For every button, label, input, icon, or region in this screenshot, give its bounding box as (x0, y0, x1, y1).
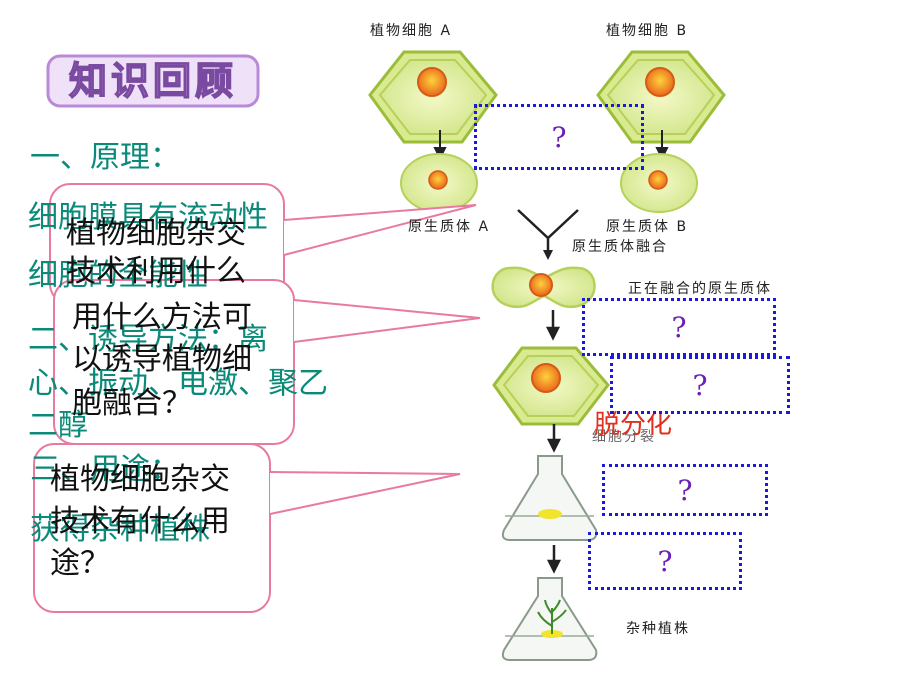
label-hybrid-plant: 杂种植株 (626, 621, 690, 637)
nucleus-icon (529, 273, 553, 297)
section-use-title: 三、用途： (30, 452, 180, 487)
question-box-1: ? (474, 104, 644, 170)
speech-bubble-1 (49, 183, 477, 305)
bubble-3-line-1: 植物细胞杂交 (50, 462, 230, 497)
label-fusing-protoplast: 正在融合的原生质体 (628, 281, 772, 297)
seedling-icon (537, 599, 567, 634)
label-dedifferentiation: 脱分化 (594, 410, 673, 440)
flask-hybrid-plant (501, 577, 598, 661)
question-box-4: ? (602, 464, 768, 516)
label-protoplast-b: 原生质体 B (606, 219, 689, 235)
bubble-1-line-2: 技术利用什么 (66, 254, 246, 289)
hybrid-cell (492, 346, 610, 426)
label-protoplast-a: 原生质体 A (408, 219, 491, 235)
plant-cell-a (368, 50, 498, 144)
principle-line-2: 细胞的全能性 (28, 258, 208, 293)
speech-bubble-3 (33, 443, 461, 613)
plant-cell-b (596, 50, 726, 144)
bubble-2-line-2: 以诱导植物细 (72, 342, 252, 377)
nucleus-icon (428, 170, 448, 190)
nucleus-icon (645, 67, 675, 97)
question-box-5: ? (588, 532, 742, 590)
callus-icon (538, 509, 562, 519)
label-protoplast-fusion: 原生质体融合 (572, 239, 668, 255)
protoplast-a (400, 153, 478, 213)
use-line-1: 获得杂种植株 (30, 512, 210, 547)
section-principle-title: 一、原理： (30, 140, 180, 175)
label-cell-division: 细胞分裂 (592, 429, 656, 445)
nucleus-icon (417, 67, 447, 97)
bubble-2-line-3: 胞融合？ (72, 386, 192, 421)
flask-callus (501, 455, 598, 541)
nucleus-icon (531, 363, 561, 393)
bubble-3-line-2: 技术有什么用 (50, 504, 230, 539)
fusing-protoplast (491, 266, 596, 309)
principle-line-1: 细胞膜具有流动性 (28, 200, 268, 235)
arrow-icon (545, 310, 561, 341)
arrow-icon (546, 545, 562, 574)
label-plant-cell-a: 植物细胞 A (370, 23, 453, 39)
heading-text: 知识回顾 (69, 59, 237, 103)
bubble-1-line-1: 植物细胞杂交 (66, 216, 246, 251)
knowledge-review-logo: 知识回顾 (46, 54, 260, 108)
bubble-3-line-3: 途？ (50, 546, 110, 581)
nucleus-icon (648, 170, 668, 190)
arrow-icon (433, 130, 669, 161)
arrow-icon (546, 424, 562, 453)
method-line-1: 二、诱导方法：离 (28, 322, 268, 357)
question-box-3: ? (610, 356, 790, 414)
method-line-3: 二醇 (28, 408, 88, 443)
label-plant-cell-b: 植物细胞 B (606, 23, 689, 39)
method-line-2: 心、振动、电激、聚乙 (28, 366, 328, 401)
question-box-2: ? (582, 298, 776, 356)
merge-arrow-icon (517, 209, 579, 252)
bubble-2-line-1: 用什么方法可 (72, 300, 252, 335)
